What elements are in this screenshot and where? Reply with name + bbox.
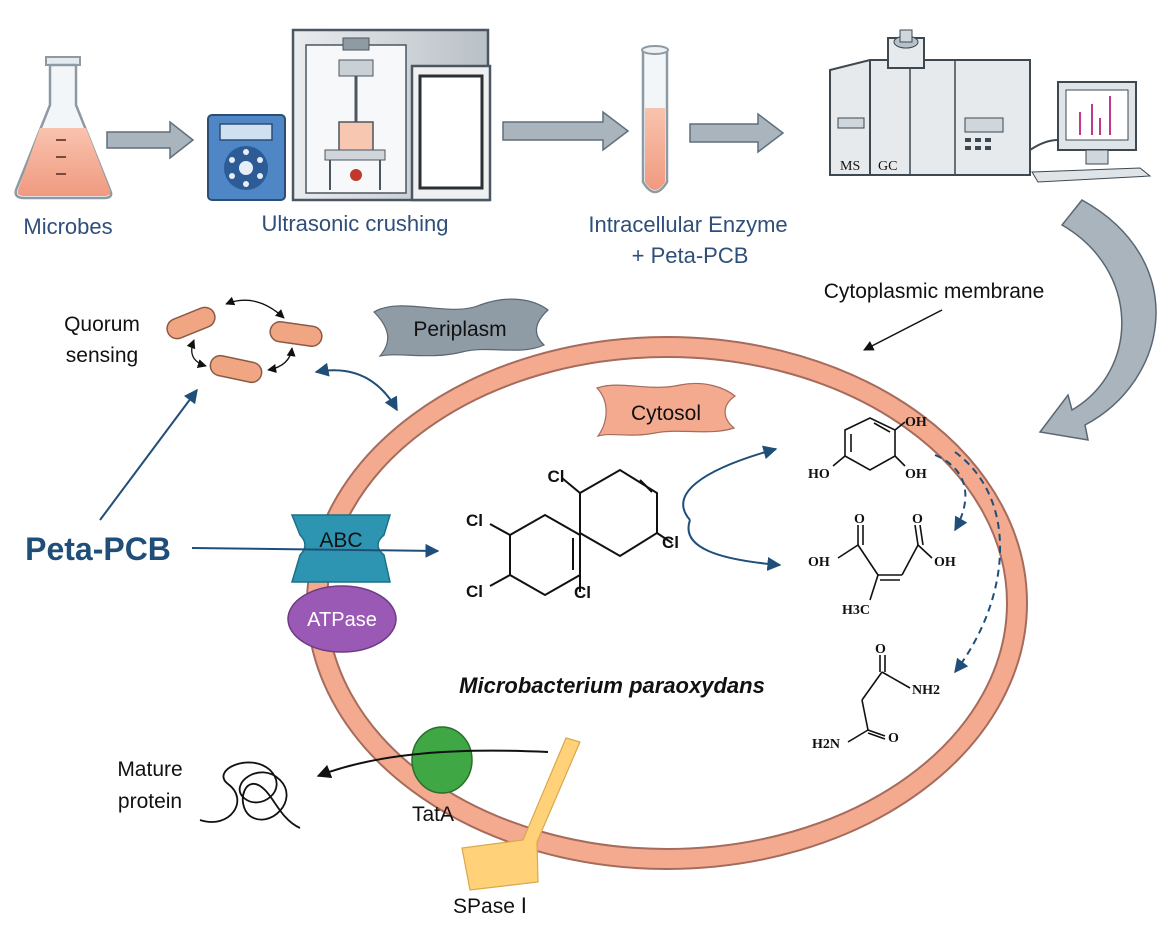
- instrument-gc-label: GC: [878, 159, 897, 174]
- atpase: [287, 585, 397, 653]
- spase-label: SPase Ⅰ: [453, 895, 527, 918]
- enzyme-label-line2: + Peta-PCB: [632, 243, 749, 268]
- mature-protein-coil-icon: [199, 761, 301, 829]
- malonamide-structure: [847, 655, 911, 743]
- tata-label: TatA: [412, 803, 454, 826]
- abc-transporter: [290, 514, 392, 583]
- periplasm-shape: [373, 298, 549, 357]
- h2n-label: H2N: [812, 737, 840, 752]
- oh-label-2: OH: [905, 467, 927, 482]
- hydroxyquinol-structure: [832, 417, 906, 471]
- cytosol-shape: [595, 382, 737, 438]
- organism-label: Microbacterium paraoxydans: [459, 673, 765, 698]
- o-label-3: O: [875, 642, 886, 657]
- flow-arrow-2: [502, 110, 630, 152]
- bacterium-3: [209, 354, 263, 384]
- mature-protein-label-line2: protein: [118, 790, 182, 813]
- quorum-label-line1: Quorum: [64, 313, 140, 336]
- analysis-return-arrow: [1038, 199, 1157, 441]
- pathway-dashed-arrow-2: [954, 451, 1002, 674]
- instrument-ms-label: MS: [840, 159, 860, 174]
- pentachlorobiphenyl-structure: [489, 468, 673, 597]
- protein-export-arrow: [316, 749, 549, 778]
- o-label-4: O: [888, 731, 899, 746]
- cl-right: Cl: [662, 533, 679, 552]
- enzyme-label-line1: Intracellular Enzyme: [588, 212, 787, 237]
- cytosol-label: Cytosol: [631, 402, 701, 425]
- abc-label: ABC: [319, 529, 362, 552]
- h3c-label: H3C: [842, 603, 870, 618]
- o-label-1: O: [854, 512, 865, 527]
- oh-label-1: OH: [905, 415, 927, 430]
- pcb-to-quorum-arrow: [99, 388, 198, 521]
- peta-pcb-label: Peta-PCB: [25, 531, 171, 567]
- periplasm-label: Periplasm: [413, 318, 506, 341]
- quorum-bacteria-group: [166, 296, 323, 384]
- ultrasonic-device-icon: [207, 28, 492, 202]
- ultrasonic-label: Ultrasonic crushing: [261, 211, 448, 236]
- cytoplasmic-membrane-label: Cytoplasmic membrane: [824, 280, 1045, 303]
- flow-arrow-3: [689, 112, 785, 154]
- bacterium-2: [269, 321, 323, 347]
- nh2-label: NH2: [912, 683, 940, 698]
- oh-label-3: OH: [808, 555, 830, 570]
- bacterium-1: [166, 306, 216, 340]
- mature-protein-label-line1: Mature: [117, 758, 182, 781]
- cl-lower-left: Cl: [466, 582, 483, 601]
- spase-enzyme: [461, 737, 581, 891]
- pcb-to-hydroxyquinol-arrow: [682, 445, 778, 521]
- atpase-label: ATPase: [307, 609, 377, 631]
- microbes-label: Microbes: [23, 214, 112, 239]
- quorum-label-line2: sensing: [66, 344, 138, 367]
- ho-label: HO: [808, 467, 830, 482]
- erlenmeyer-flask-icon: [14, 56, 113, 200]
- cl-upper-left: Cl: [466, 511, 483, 530]
- oh-label-4: OH: [934, 555, 956, 570]
- tata-translocase: [411, 726, 473, 794]
- methylmaleic-acid-structure: [837, 524, 933, 601]
- o-label-2: O: [912, 512, 923, 527]
- cl-top: Cl: [548, 467, 565, 486]
- gc-ms-instrument-icon: [829, 29, 1152, 183]
- test-tube-icon: [641, 45, 669, 194]
- quorum-cell-exchange-arrow: [314, 362, 398, 412]
- pcb-to-dienoate-arrow: [687, 519, 782, 571]
- flow-arrow-1: [106, 120, 195, 160]
- cl-bottom: Cl: [574, 583, 591, 602]
- membrane-pointer-arrow: [863, 309, 943, 351]
- pcb-uptake-arrow: [191, 543, 440, 558]
